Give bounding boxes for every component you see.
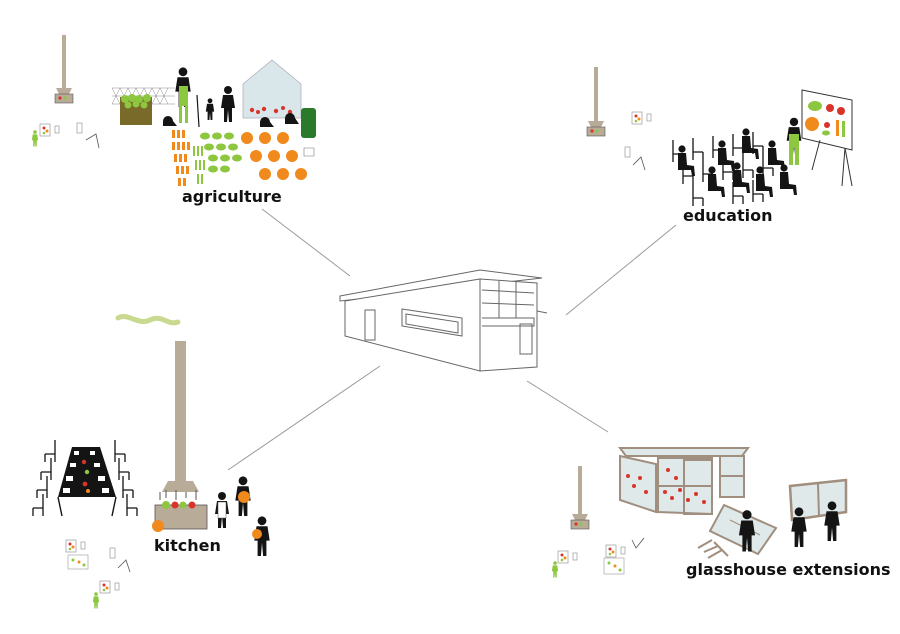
greenhouse-icon (242, 59, 302, 119)
kitchen-scene (32, 314, 270, 609)
leeks (193, 146, 205, 184)
smoke-icon (115, 314, 181, 326)
connector-agriculture (261, 208, 351, 277)
carrots (172, 130, 190, 186)
label-education: education (683, 206, 773, 225)
label-glasshouse-extensions: glasshouse extensions (686, 560, 890, 579)
mini-whiteboard-icon (39, 123, 60, 137)
chimney-icon (54, 63, 74, 104)
student-icon (678, 128, 797, 197)
pumpkin-icon (241, 132, 307, 180)
label-agriculture: agriculture (182, 187, 282, 206)
central-building-icon (339, 269, 548, 372)
whiteboard-icon (801, 89, 853, 187)
chimney-icon (152, 341, 208, 532)
chimney-icon (586, 96, 606, 137)
table-icon (57, 447, 117, 517)
connector-glasshouse (526, 380, 609, 433)
connector-lines (227, 208, 677, 471)
person-icon (31, 130, 39, 147)
cabbage-icon (200, 132, 242, 173)
chimney-icon (570, 489, 590, 530)
cook-icon (215, 476, 270, 556)
agriculture-scene (31, 35, 316, 186)
label-kitchen: kitchen (154, 536, 221, 555)
connector-kitchen (227, 365, 381, 471)
glasshouse-scene (551, 447, 848, 578)
education-scene (586, 67, 853, 207)
connector-education (565, 224, 677, 316)
glasshouse-icon (618, 447, 750, 516)
tools-icon (697, 539, 729, 559)
teacher-icon (786, 117, 802, 165)
